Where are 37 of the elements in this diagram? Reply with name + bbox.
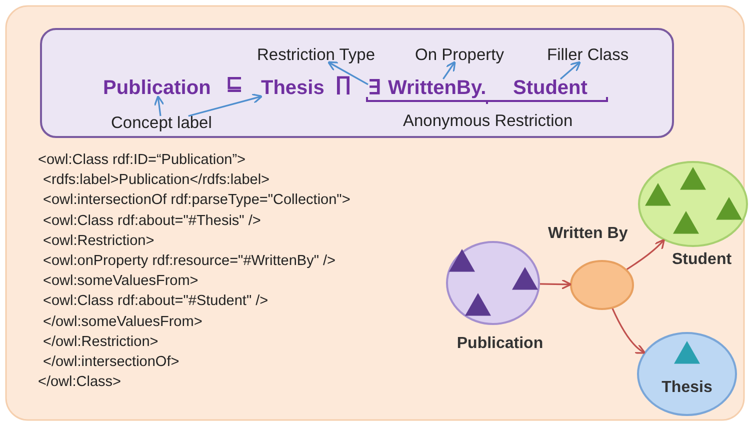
code-line: <owl:Restriction> xyxy=(43,234,154,248)
code-line: <rdfs:label>Publication</rdfs:label> xyxy=(43,173,270,188)
code-line: <owl:onProperty rdf:resource="#WrittenBy" /> xyxy=(43,254,336,268)
arrow xyxy=(442,60,456,80)
code-line: <owl:someValuesFrom> xyxy=(43,274,198,289)
formula-term: Thesis xyxy=(261,78,324,98)
code-line: </owl:intersectionOf> xyxy=(43,355,180,370)
formula-term: WrittenBy. xyxy=(388,78,486,98)
formula-symbol: ∏ xyxy=(335,74,352,94)
code-line: </owl:Class> xyxy=(38,375,122,390)
arrow xyxy=(327,61,368,86)
annotation-label: Filler Class xyxy=(547,47,629,64)
class-label: Written By xyxy=(548,226,628,242)
formula-term: Publication xyxy=(103,78,211,98)
class-label: Publication xyxy=(456,336,544,352)
arrow xyxy=(612,308,646,354)
formula-panel xyxy=(40,28,674,138)
arrow xyxy=(540,278,572,290)
arrow xyxy=(188,93,263,117)
formula-symbol: ⊑ xyxy=(226,74,243,94)
code-line: <owl:Class rdf:about="#Thesis" /> xyxy=(43,214,261,228)
code-line: <owl:Class rdf:about="#Student" /> xyxy=(43,294,268,309)
arrow xyxy=(626,238,665,270)
annotation-label: On Property xyxy=(415,47,504,64)
code-line: <owl:Class rdf:ID=“Publication”> xyxy=(38,153,246,168)
annotation-label: Restriction Type xyxy=(257,47,375,64)
code-line: <owl:intersectionOf rdf:parseType="Collection"> xyxy=(43,193,350,208)
annotation-label: Anonymous Restriction xyxy=(403,113,573,130)
code-line: </owl:someValuesFrom> xyxy=(43,314,202,330)
formula-term: Student xyxy=(513,78,588,98)
class-label: Thesis xyxy=(660,380,714,396)
code-line: </owl:Restriction> xyxy=(43,334,158,350)
arrow xyxy=(154,95,164,116)
annotation-label: Concept label xyxy=(111,115,212,132)
arrow xyxy=(560,61,581,80)
class-label: Student xyxy=(672,252,732,268)
formula-symbol: ∃ xyxy=(368,78,381,98)
